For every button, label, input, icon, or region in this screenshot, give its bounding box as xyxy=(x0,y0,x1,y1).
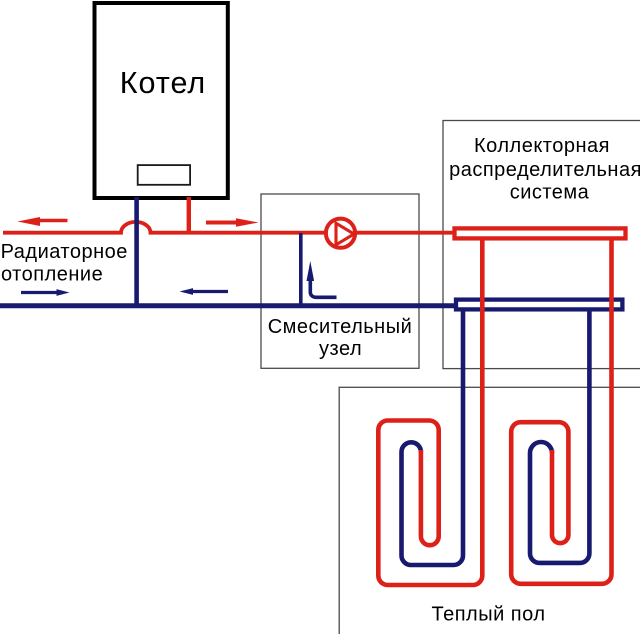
svg-text:отопление: отопление xyxy=(1,264,103,286)
svg-text:распределительная: распределительная xyxy=(449,159,640,181)
svg-text:Теплый пол: Теплый пол xyxy=(431,604,545,626)
svg-text:узел: узел xyxy=(319,338,362,360)
svg-text:Смесительный: Смесительный xyxy=(268,316,413,338)
svg-text:Радиаторное: Радиаторное xyxy=(1,241,128,263)
svg-text:система: система xyxy=(510,182,590,204)
svg-text:Котел: Котел xyxy=(120,66,206,100)
svg-text:Коллекторная: Коллекторная xyxy=(474,135,610,157)
